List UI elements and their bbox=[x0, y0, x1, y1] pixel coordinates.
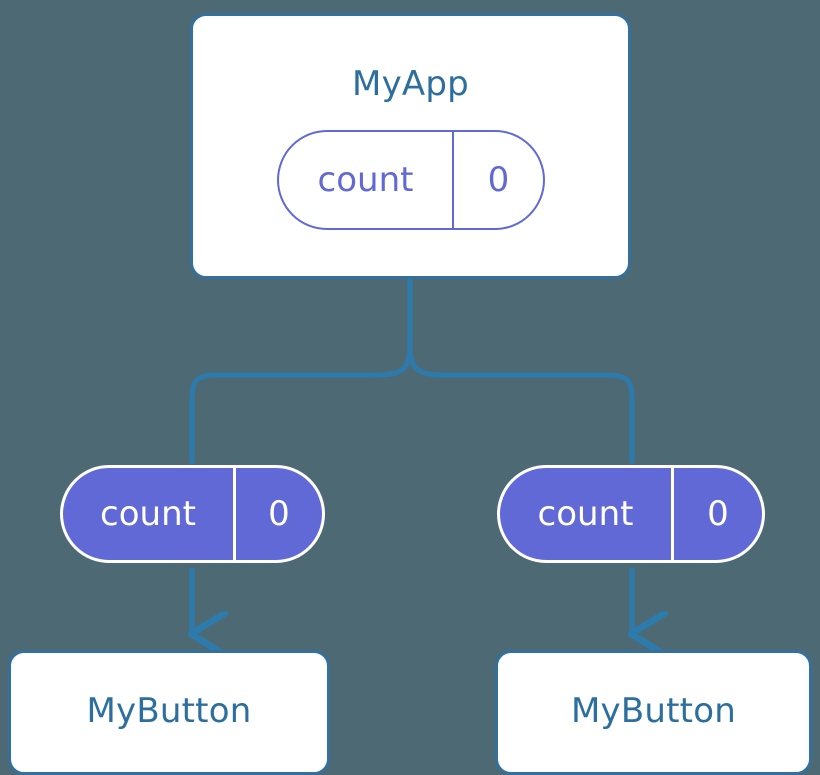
prop-pill-right-value: 0 bbox=[707, 494, 729, 534]
state-pill-myapp[interactable]: count 0 bbox=[277, 130, 545, 230]
component-card-mybutton-left[interactable]: MyButton bbox=[8, 650, 330, 775]
state-pill-myapp-key: count bbox=[279, 132, 454, 228]
component-title-mybutton-right: MyButton bbox=[571, 691, 736, 731]
prop-pill-left[interactable]: count 0 bbox=[60, 465, 325, 563]
prop-pill-right[interactable]: count 0 bbox=[497, 465, 765, 563]
prop-pill-right-key: count bbox=[500, 468, 674, 560]
prop-pill-left-value: 0 bbox=[268, 494, 290, 534]
component-title-myapp: MyApp bbox=[352, 64, 469, 104]
prop-pill-left-key: count bbox=[63, 468, 236, 560]
connector-branch-right bbox=[407, 342, 635, 465]
state-pill-myapp-value: 0 bbox=[487, 160, 510, 200]
component-card-mybutton-right[interactable]: MyButton bbox=[495, 650, 812, 775]
connector-branch-left bbox=[189, 342, 413, 465]
component-title-mybutton-left: MyButton bbox=[86, 691, 252, 731]
